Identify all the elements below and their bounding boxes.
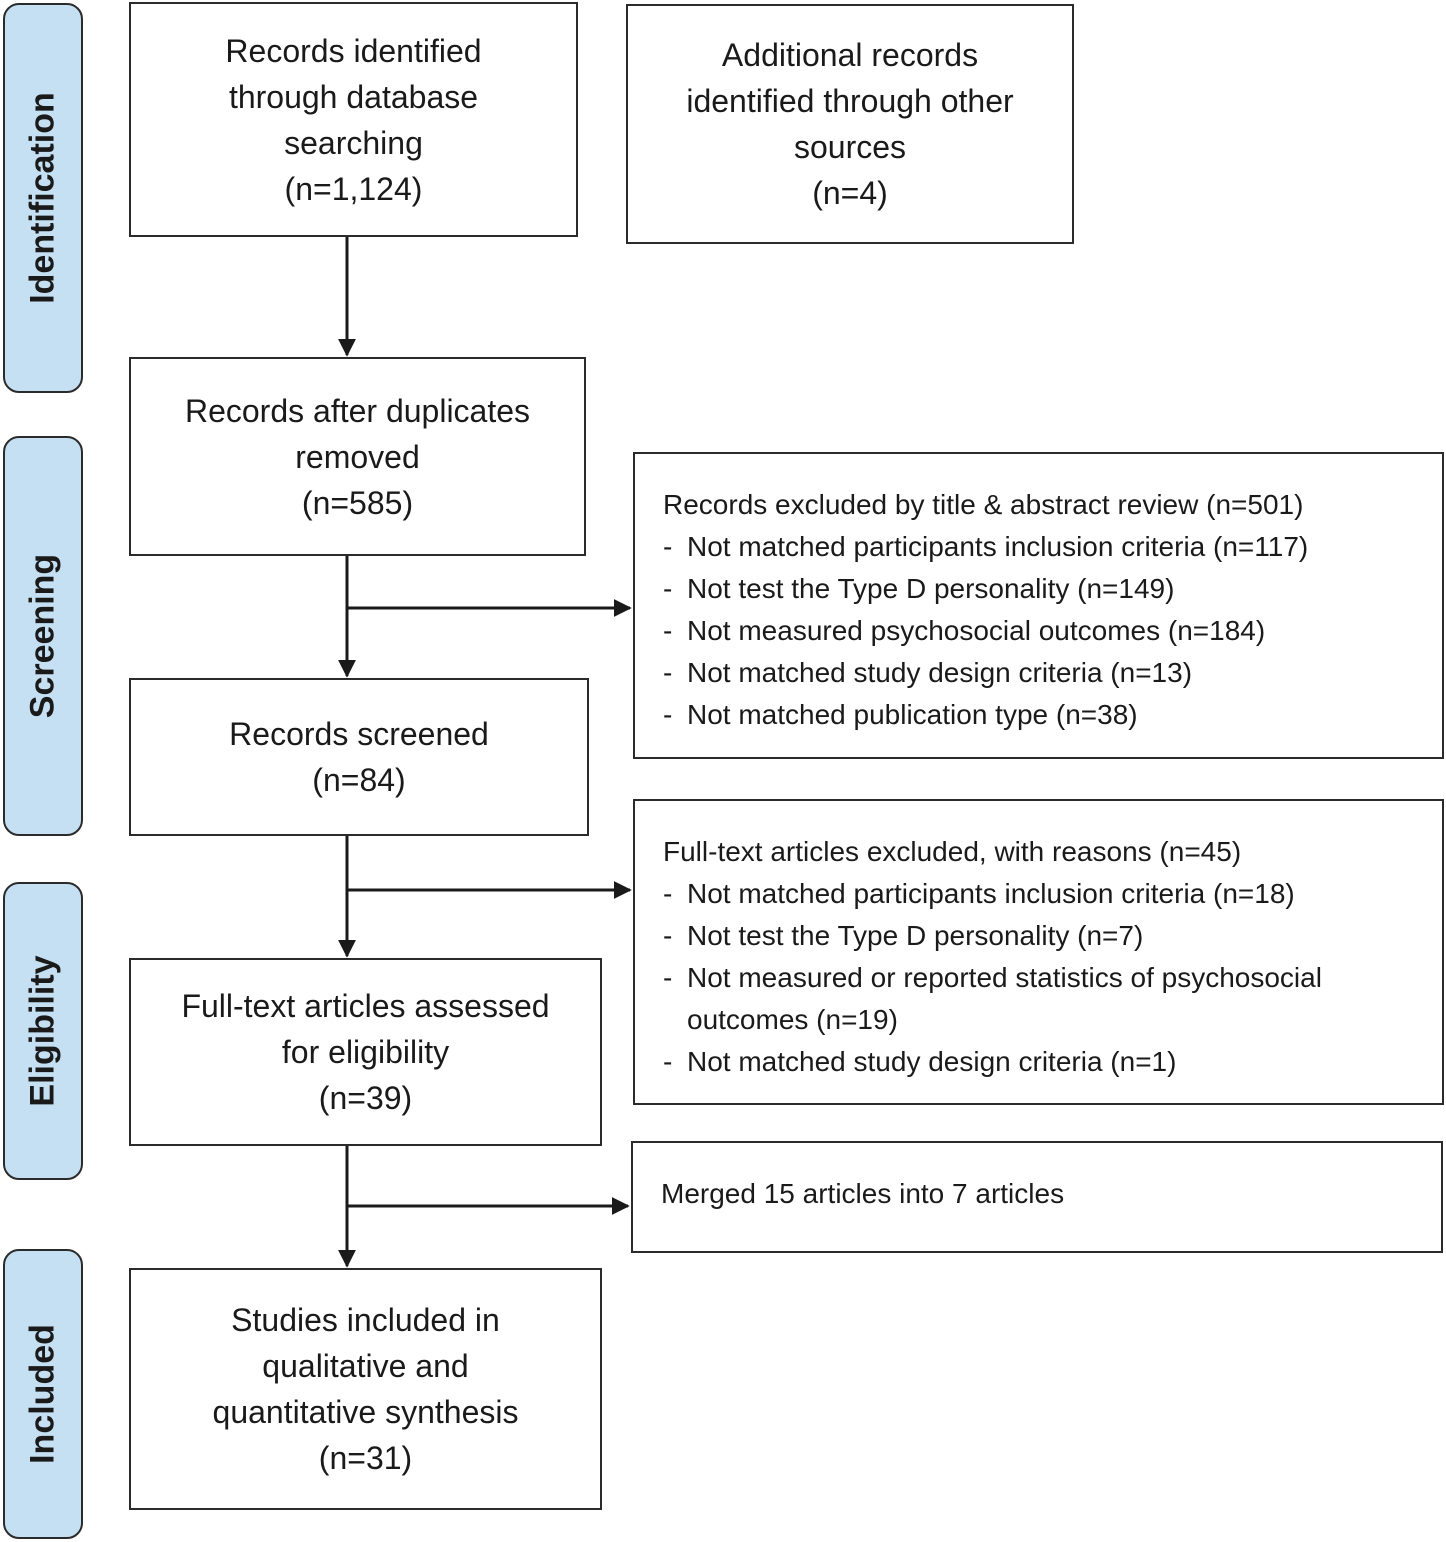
- box-line: searching: [284, 124, 423, 161]
- box-line: Studies included in: [231, 1302, 500, 1338]
- exclusion-heading: Records excluded by title & abstract rev…: [663, 489, 1304, 520]
- exclusion-item: Not measured psychosocial outcomes (n=18…: [663, 610, 1442, 652]
- box-count: (n=39): [318, 1080, 413, 1116]
- exclusion-item: Not matched participants inclusion crite…: [663, 873, 1442, 915]
- exclusion-item: Not matched study design criteria (n=1): [663, 1041, 1442, 1083]
- box-count: (n=84): [312, 762, 406, 798]
- box-line: for eligibility: [281, 1034, 450, 1070]
- box-excluded-fulltext: Full-text articles excluded, with reason…: [633, 799, 1444, 1105]
- box-line: removed: [295, 438, 420, 475]
- box-studies-included: Studies included in qualitative and quan…: [129, 1268, 602, 1510]
- exclusion-item: Not measured or reported statistics of p…: [663, 957, 1442, 1041]
- box-merged-articles: Merged 15 articles into 7 articles: [631, 1141, 1443, 1253]
- box-other-sources: Additional records identified through ot…: [626, 4, 1074, 244]
- box-excluded-title-abstract: Records excluded by title & abstract rev…: [633, 452, 1444, 759]
- box-after-duplicates: Records after duplicates removed (n=585): [129, 357, 586, 556]
- box-count: (n=585): [301, 484, 414, 521]
- box-line: Records after duplicates: [184, 392, 531, 429]
- exclusion-item: Not matched study design criteria (n=13): [663, 652, 1442, 694]
- box-line: through database: [228, 78, 479, 115]
- exclusion-heading: Full-text articles excluded, with reason…: [663, 836, 1242, 867]
- box-line: identified through other: [686, 83, 1014, 119]
- box-count: (n=31): [318, 1440, 413, 1476]
- phase-screening: Screening: [3, 436, 83, 836]
- box-line: Additional records: [721, 37, 979, 73]
- exclusion-item: Not test the Type D personality (n=7): [663, 915, 1442, 957]
- box-line: qualitative and: [262, 1348, 469, 1384]
- exclusion-item: Not test the Type D personality (n=149): [663, 568, 1442, 610]
- exclusion-list: Not matched participants inclusion crite…: [663, 526, 1442, 736]
- phase-included: Included: [3, 1249, 83, 1539]
- merged-text: Merged 15 articles into 7 articles: [661, 1178, 1065, 1209]
- phase-eligibility: Eligibility: [3, 882, 83, 1180]
- exclusion-item: Not matched publication type (n=38): [663, 694, 1442, 736]
- phase-identification: Identification: [3, 3, 83, 393]
- exclusion-item: Not matched participants inclusion crite…: [663, 526, 1442, 568]
- box-line: quantitative synthesis: [212, 1394, 519, 1430]
- box-count: (n=4): [812, 175, 888, 211]
- exclusion-list: Not matched participants inclusion crite…: [663, 873, 1442, 1083]
- box-count: (n=1,124): [284, 170, 423, 207]
- box-line: Records screened: [229, 716, 489, 752]
- box-records-screened: Records screened (n=84): [129, 678, 589, 836]
- box-line: Records identified: [225, 32, 482, 69]
- box-fulltext-assessed: Full-text articles assessed for eligibil…: [129, 958, 602, 1146]
- box-line: sources: [793, 129, 907, 165]
- box-line: Full-text articles assessed: [181, 988, 550, 1024]
- box-database-records: Records identified through database sear…: [129, 2, 578, 237]
